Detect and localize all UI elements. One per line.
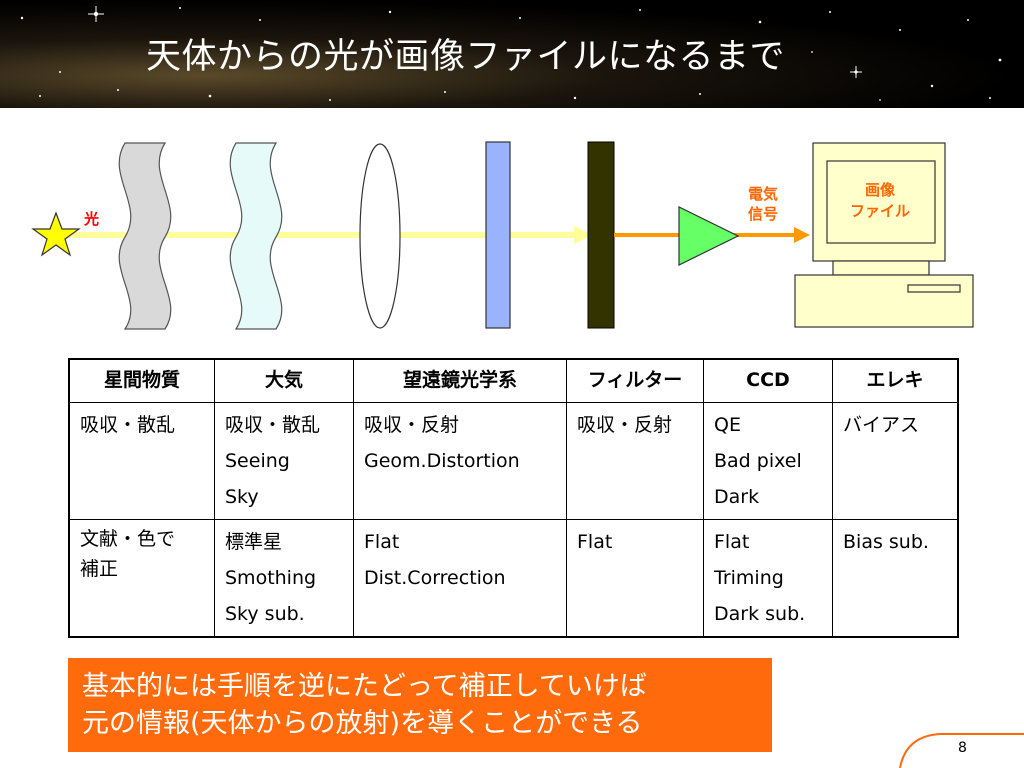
cell-line: 文献・色で <box>80 528 176 550</box>
cell-line: バイアス <box>843 414 920 436</box>
cell-line: Dist.Correction <box>364 567 506 589</box>
table-row-effects: 吸収・散乱 吸収・散乱 Seeing Sky 吸収・反射 Geom.Distor… <box>68 402 959 520</box>
starfield-background <box>20 6 1002 101</box>
cell-line: Sky <box>225 486 259 508</box>
computer-icon <box>794 142 974 328</box>
image-file-label: 画像 ファイル <box>840 180 920 222</box>
cell-line: 吸収・散乱 <box>225 414 321 436</box>
cell-line: Flat <box>714 531 750 553</box>
star-icon <box>31 211 81 257</box>
corner-arc-decoration <box>899 733 1024 768</box>
amplifier-icon <box>678 206 740 266</box>
light-beam-arrowhead <box>574 226 592 244</box>
table-cell: 吸収・反射 Geom.Distortion <box>353 402 567 520</box>
cell-line: Sky sub. <box>225 603 305 625</box>
electric-signal-label: 電気 信号 <box>738 184 788 224</box>
table-cell: 標準星 Smothing Sky sub. <box>214 519 354 638</box>
table-row-corrections: 文献・色で 補正 標準星 Smothing Sky sub. Flat Dist… <box>68 519 959 638</box>
light-label: 光 <box>84 210 100 228</box>
cell-line: Bad pixel <box>714 450 802 472</box>
image-file-label-line1: 画像 <box>864 181 895 199</box>
cell-line: Bias sub. <box>843 531 929 553</box>
image-file-label-line2: ファイル <box>849 202 910 220</box>
column-header: 望遠鏡光学系 <box>353 358 567 403</box>
cell-line: Flat <box>364 531 400 553</box>
cell-line: Seeing <box>225 450 290 472</box>
telescope-lens-icon <box>359 143 401 329</box>
cell-line: Triming <box>714 567 784 589</box>
title-banner: 天体からの光が画像ファイルになるまで <box>0 0 1024 108</box>
cell-line: 標準星 <box>225 531 283 553</box>
cell-line: Dark sub. <box>714 603 806 625</box>
table-cell: Flat Dist.Correction <box>353 519 567 638</box>
column-header: エレキ <box>832 358 959 403</box>
atmosphere-icon <box>229 142 283 330</box>
signal-arrowhead <box>794 227 810 243</box>
cell-line: 補正 <box>80 558 119 580</box>
cell-line: 吸収・散乱 <box>80 414 176 436</box>
cell-line: Dark <box>714 486 760 508</box>
column-header: 大気 <box>214 358 354 403</box>
summary-note: 基本的には手順を逆にたどって補正していけば 元の情報(天体からの放射)を導くこと… <box>68 658 772 752</box>
ccd-icon <box>587 141 615 329</box>
optical-path-diagram <box>31 141 974 330</box>
cell-line: Flat <box>577 531 613 553</box>
table-cell: Bias sub. <box>832 519 959 638</box>
table-cell: 吸収・反射 <box>566 402 704 520</box>
table-cell: QE Bad pixel Dark <box>703 402 833 520</box>
table-cell: バイアス <box>832 402 959 520</box>
column-header: フィルター <box>566 358 704 403</box>
table-cell: 吸収・散乱 <box>68 402 215 520</box>
table-cell: 文献・色で 補正 <box>68 519 215 638</box>
electric-signal-label-line1: 電気 <box>747 185 778 203</box>
cell-line: Smothing <box>225 567 317 589</box>
filter-icon <box>485 141 511 329</box>
electric-signal-label-line2: 信号 <box>747 205 778 223</box>
page-number: 8 <box>958 740 967 756</box>
table-cell: Flat Triming Dark sub. <box>703 519 833 638</box>
cell-line: 吸収・反射 <box>364 414 460 436</box>
column-header: 星間物質 <box>68 358 215 403</box>
effects-correction-table: 星間物質 大気 望遠鏡光学系 フィルター CCD エレキ 吸収・散乱 吸収・散乱… <box>68 358 959 638</box>
column-header: CCD <box>703 358 833 403</box>
cell-line: 吸収・反射 <box>577 414 673 436</box>
interstellar-medium-icon <box>118 142 172 330</box>
table-cell: 吸収・散乱 Seeing Sky <box>214 402 354 520</box>
slide-title: 天体からの光が画像ファイルになるまで <box>146 37 786 77</box>
table-header-row: 星間物質 大気 望遠鏡光学系 フィルター CCD エレキ <box>68 358 959 403</box>
table-cell: Flat <box>566 519 704 638</box>
summary-note-line2: 元の情報(天体からの放射)を導くことができる <box>82 708 643 739</box>
cell-line: Geom.Distortion <box>364 450 520 472</box>
cell-line: QE <box>714 414 741 436</box>
summary-note-line1: 基本的には手順を逆にたどって補正していけば <box>82 671 647 702</box>
